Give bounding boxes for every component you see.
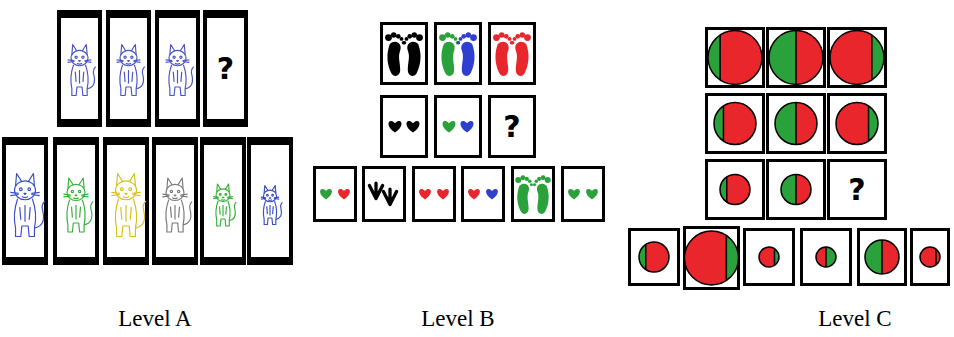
split-circle [781,175,811,205]
card [829,95,886,153]
card [563,168,604,221]
answer-card: ? [827,159,887,220]
card [247,137,293,265]
paw-print [586,189,598,199]
card [630,230,679,285]
cat-figure [63,178,93,232]
question-mark: ? [848,175,865,205]
footprint [493,32,513,76]
card [829,29,886,87]
paw-print [406,121,419,132]
question-mark: ? [503,112,520,142]
footprint [457,32,477,76]
cat-figure [10,174,45,237]
paw-print [442,121,455,132]
paw-print [320,189,332,199]
card [685,228,739,289]
footprint [439,32,459,76]
footprint [533,175,551,214]
card [768,29,825,87]
card [155,10,200,127]
card [490,24,535,84]
card [382,97,427,157]
split-circle [769,31,823,85]
answer-card: ? [203,10,248,127]
card [414,168,455,221]
card [103,137,149,265]
card [707,161,764,219]
card [768,95,825,153]
paw-print [468,189,480,199]
cat-figure [162,178,192,232]
split-circle [639,242,669,272]
card [707,29,764,87]
bird-track [369,183,382,198]
split-circle [714,103,756,145]
footprint [385,32,405,76]
card [912,230,949,285]
card [315,168,356,221]
level-label: Level C [818,306,891,332]
paw-print [437,189,449,199]
answer-card: ? [488,95,536,158]
split-circle [865,240,899,274]
split-circle [775,103,817,145]
card [436,24,481,84]
card [364,168,405,221]
card [200,137,246,265]
split-circle [816,247,836,267]
card [745,230,794,285]
card [802,230,851,285]
card [152,137,198,265]
card [106,10,151,127]
split-circle [685,231,739,285]
cat-figure [166,45,194,96]
card [53,137,99,265]
paw-print [486,189,498,199]
footprint [515,175,533,214]
split-circle [836,103,878,145]
card [2,137,48,265]
split-circle [708,31,762,85]
split-circle [920,247,940,267]
split-circle [759,247,779,267]
card [707,95,764,153]
cat-figure [111,174,146,237]
cat-figure [117,45,145,96]
split-circle [830,31,884,85]
paw-print [338,189,350,199]
paw-print [388,121,401,132]
cat-figure [68,45,96,96]
footprint [403,32,423,76]
level-label: Level B [421,306,494,332]
paw-print [568,189,580,199]
cat-figure [213,184,236,226]
card [436,97,481,157]
paw-print [419,189,431,199]
card [382,24,427,84]
card [463,168,504,221]
question-mark: ? [217,54,234,84]
card [513,168,554,221]
bird-track [383,189,396,204]
footprint [511,32,531,76]
card [859,230,906,285]
paw-print [460,121,473,132]
card [57,10,102,127]
split-circle [720,175,750,205]
card [768,161,825,219]
level-label: Level A [118,306,191,332]
cat-figure [261,186,282,225]
